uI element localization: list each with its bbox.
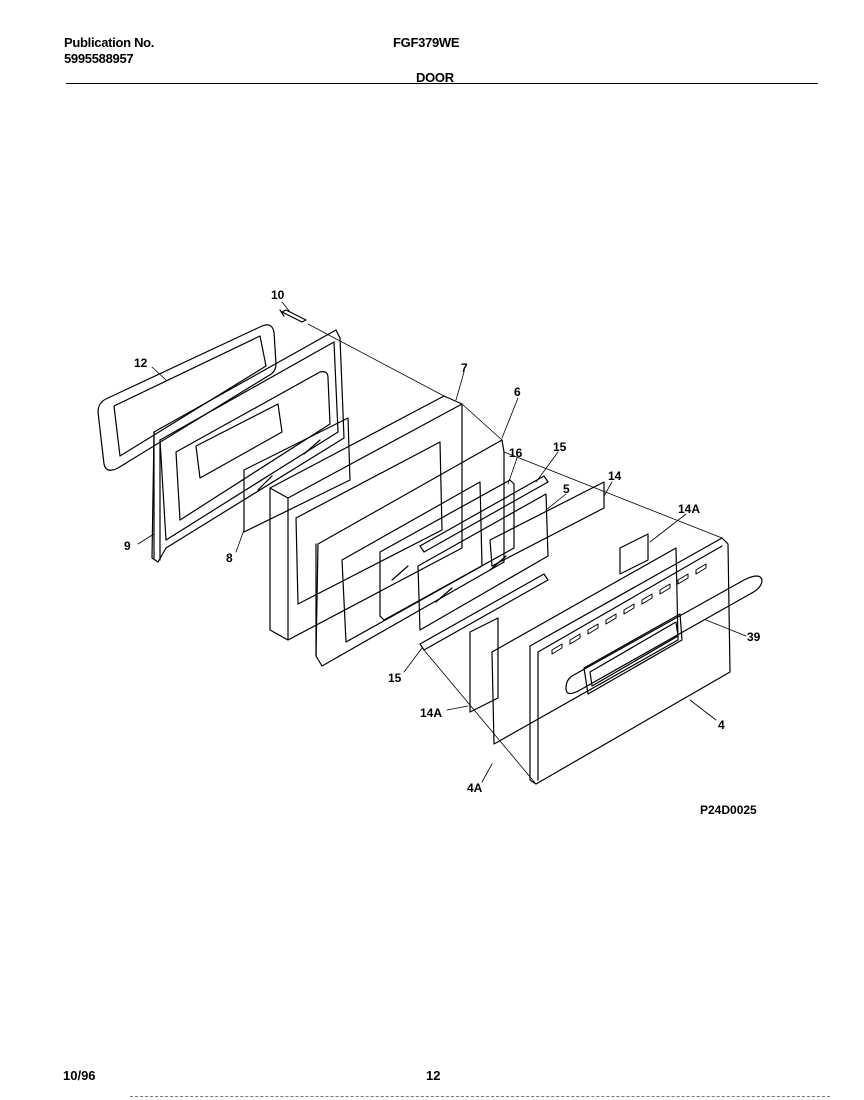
- part-14A-pad-top: [619, 533, 649, 575]
- callout-14A-top: 14A: [678, 502, 700, 516]
- alignment-lines: [307, 323, 723, 785]
- callout-6: 6: [514, 385, 521, 399]
- model-number: FGF379WE: [393, 35, 460, 50]
- part-12-gasket: [97, 324, 277, 471]
- footer-rule: [130, 1096, 830, 1097]
- footer-page-number: 12: [426, 1068, 441, 1083]
- callout-39: 39: [747, 630, 761, 644]
- part-6-door-panel: [315, 439, 505, 667]
- callout-14: 14: [608, 469, 622, 483]
- callout-16: 16: [509, 446, 523, 460]
- part-16-retainer: [379, 479, 515, 621]
- callout-15-bottom: 15: [388, 671, 402, 685]
- part-39-handle: [565, 575, 763, 695]
- part-14-insulation: [489, 481, 605, 567]
- part-14A-pad-left: [469, 617, 499, 713]
- callout-8: 8: [226, 551, 233, 565]
- callout-14A-left: 14A: [420, 706, 442, 720]
- leader-lines: [137, 301, 747, 783]
- part-15-channel-top: [419, 475, 549, 553]
- callout-10: 10: [271, 288, 285, 302]
- part-5-outer-glass: [417, 493, 549, 631]
- callout-4: 4: [718, 718, 725, 732]
- callout-5: 5: [563, 482, 570, 496]
- part-15-channel-bottom: [419, 573, 549, 651]
- publication-label: Publication No.: [64, 35, 155, 50]
- part-4-outer-door: [529, 537, 731, 785]
- part-4A-insulation: [491, 547, 679, 745]
- callout-7: 7: [461, 361, 468, 375]
- header-rule: [66, 83, 818, 84]
- callout-4A: 4A: [467, 781, 483, 795]
- part-9-inner-liner: [151, 329, 345, 563]
- part-10-screw: [279, 309, 307, 323]
- callout-12: 12: [134, 356, 148, 370]
- callout-9: 9: [124, 539, 131, 553]
- section-title: DOOR: [416, 70, 454, 85]
- part-8-glass: [243, 417, 351, 533]
- figure-code: P24D0025: [700, 803, 757, 817]
- publication-number: 5995588957: [64, 51, 134, 66]
- callout-15-top: 15: [553, 440, 567, 454]
- footer-date: 10/96: [63, 1068, 96, 1083]
- part-7-frame: [269, 395, 463, 641]
